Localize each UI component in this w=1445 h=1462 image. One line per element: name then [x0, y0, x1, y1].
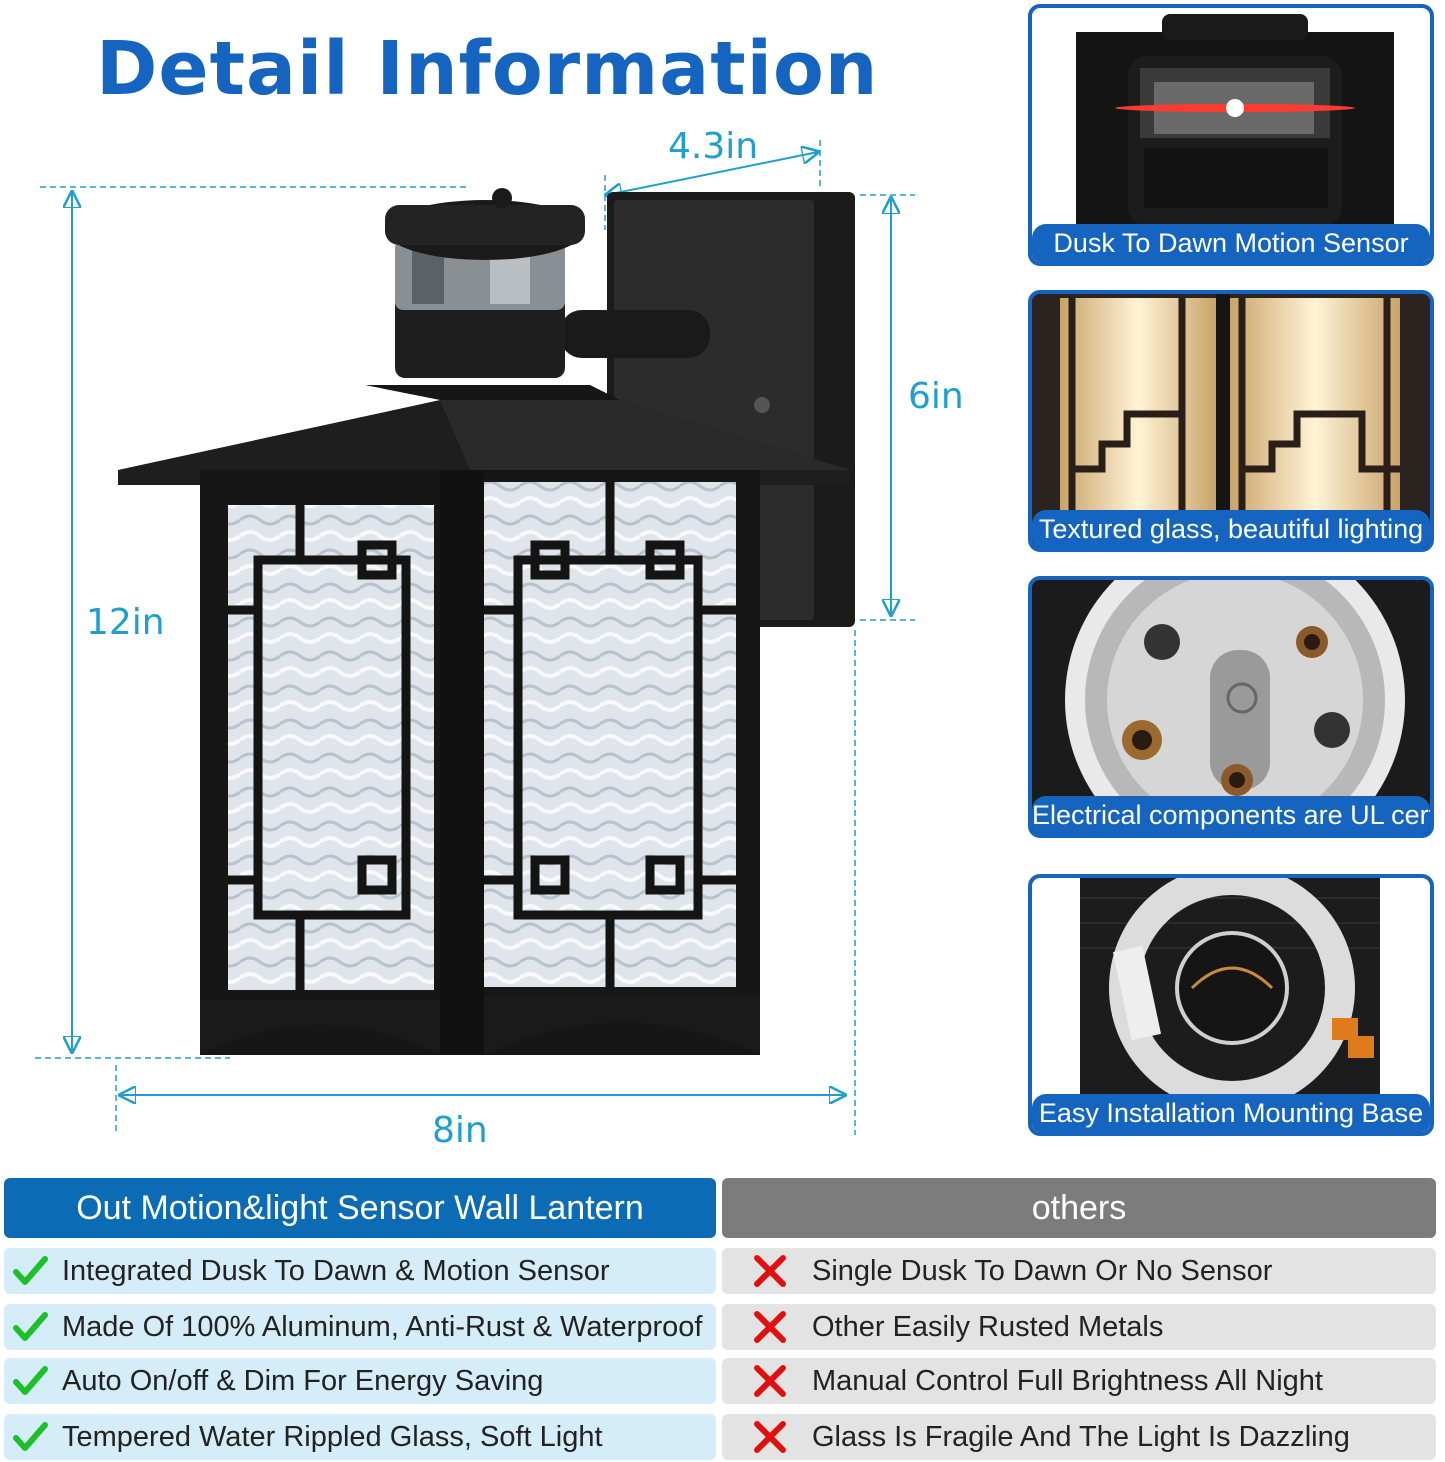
panel-motion-sensor: Dusk To Dawn Motion Sensor — [1028, 4, 1434, 266]
check-icon — [13, 1256, 48, 1285]
dimension-width-bottom: 8in — [432, 1110, 488, 1151]
cross-icon — [754, 1255, 786, 1287]
lantern-illustration — [35, 140, 915, 1135]
comparison-header-ours: Out Motion&light Sensor Wall Lantern — [4, 1178, 716, 1238]
panel-ul-socket: Electrical components are UL certified — [1028, 576, 1434, 838]
lantern-roof — [118, 385, 850, 485]
comparison-row-others: Other Easily Rusted Metals — [722, 1304, 1436, 1350]
panel-textured-glass: Textured glass, beautiful lighting — [1028, 290, 1434, 552]
textured-glass-image — [1032, 294, 1430, 548]
comparison-row-ours: Auto On/off & Dim For Energy Saving — [4, 1358, 716, 1404]
panel-caption: Textured glass, beautiful lighting — [1032, 510, 1430, 548]
comparison-text: Manual Control Full Brightness All Night — [812, 1365, 1323, 1397]
cross-icon — [754, 1421, 786, 1453]
dimension-width-top: 4.3in — [668, 126, 759, 167]
comparison-row-others: Single Dusk To Dawn Or No Sensor — [722, 1248, 1436, 1294]
dimension-height-total: 12in — [86, 602, 165, 643]
comparison-text: Tempered Water Rippled Glass, Soft Light — [62, 1421, 603, 1453]
dimension-arrows — [72, 152, 891, 1095]
panel-mounting-base: Easy Installation Mounting Base — [1028, 874, 1434, 1136]
comparison-text: Glass Is Fragile And The Light Is Dazzli… — [812, 1421, 1350, 1453]
comparison-row-ours: Tempered Water Rippled Glass, Soft Light — [4, 1414, 716, 1460]
cross-icon — [754, 1365, 786, 1397]
sensor-head — [385, 188, 710, 378]
socket-image — [1032, 580, 1430, 834]
lantern-body — [200, 470, 760, 1055]
comparison-text: Single Dusk To Dawn Or No Sensor — [812, 1255, 1273, 1287]
comparison-row-ours: Made Of 100% Aluminum, Anti-Rust & Water… — [4, 1304, 716, 1350]
comparison-text: Other Easily Rusted Metals — [812, 1311, 1164, 1343]
check-icon — [13, 1312, 48, 1341]
comparison-row-others: Manual Control Full Brightness All Night — [722, 1358, 1436, 1404]
comparison-text: Made Of 100% Aluminum, Anti-Rust & Water… — [62, 1311, 703, 1343]
page-title: Detail Information — [96, 26, 879, 112]
comparison-header-others: others — [722, 1178, 1436, 1238]
panel-caption: Electrical components are UL certified — [1032, 796, 1430, 834]
motion-sensor-image — [1032, 8, 1430, 262]
panel-caption: Easy Installation Mounting Base — [1032, 1094, 1430, 1132]
comparison-text: Integrated Dusk To Dawn & Motion Sensor — [62, 1255, 610, 1287]
check-icon — [13, 1422, 48, 1451]
check-icon — [13, 1366, 48, 1395]
mounting-base-image — [1032, 878, 1430, 1132]
comparison-text: Auto On/off & Dim For Energy Saving — [62, 1365, 544, 1397]
comparison-row-others: Glass Is Fragile And The Light Is Dazzli… — [722, 1414, 1436, 1460]
dimension-height-backplate: 6in — [908, 376, 964, 417]
cross-icon — [754, 1311, 786, 1343]
panel-caption: Dusk To Dawn Motion Sensor — [1032, 224, 1430, 262]
comparison-row-ours: Integrated Dusk To Dawn & Motion Sensor — [4, 1248, 716, 1294]
